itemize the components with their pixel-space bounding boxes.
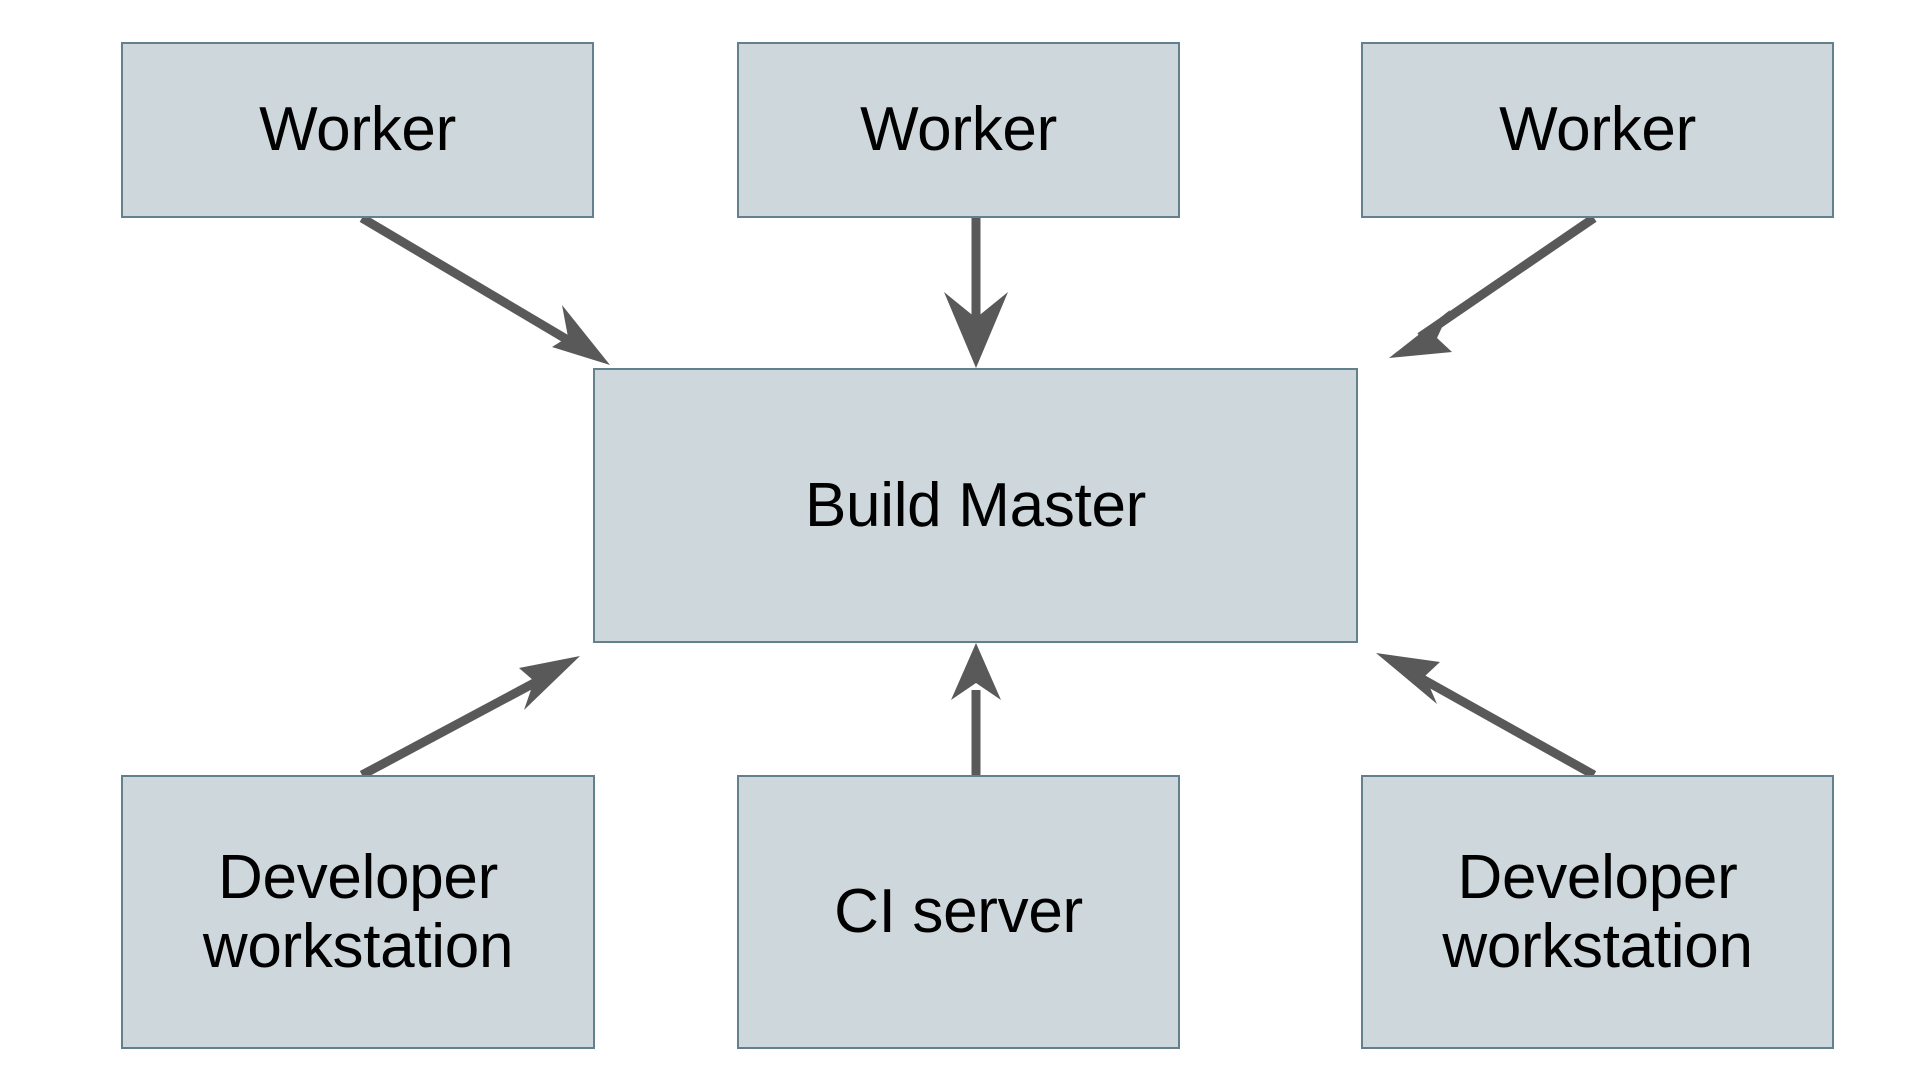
edge-ci-server-to-build-master xyxy=(951,643,1001,775)
node-build-master-label: Build Master xyxy=(805,470,1146,540)
edge-worker-2-to-build-master xyxy=(944,218,1008,368)
node-worker-3-label: Worker xyxy=(1499,95,1696,165)
node-developer-workstation-1[interactable]: Developer workstation xyxy=(121,775,595,1049)
node-worker-2-label: Worker xyxy=(860,95,1057,165)
node-build-master[interactable]: Build Master xyxy=(593,368,1358,643)
node-ci-server[interactable]: CI server xyxy=(737,775,1180,1049)
node-worker-1-label: Worker xyxy=(259,95,456,165)
node-worker-3[interactable]: Worker xyxy=(1361,42,1834,218)
node-developer-workstation-1-label: Developer workstation xyxy=(202,842,514,981)
node-ci-server-label: CI server xyxy=(834,877,1083,947)
node-worker-2[interactable]: Worker xyxy=(737,42,1180,218)
edge-worker-3-to-build-master xyxy=(1389,214,1597,358)
edge-dev-1-to-build-master xyxy=(359,656,580,779)
edge-worker-1-to-build-master xyxy=(359,214,610,365)
node-developer-workstation-2-label: Developer workstation xyxy=(1442,842,1753,981)
node-developer-workstation-2[interactable]: Developer workstation xyxy=(1361,775,1834,1049)
node-worker-1[interactable]: Worker xyxy=(121,42,594,218)
edge-dev-2-to-build-master xyxy=(1376,653,1597,779)
